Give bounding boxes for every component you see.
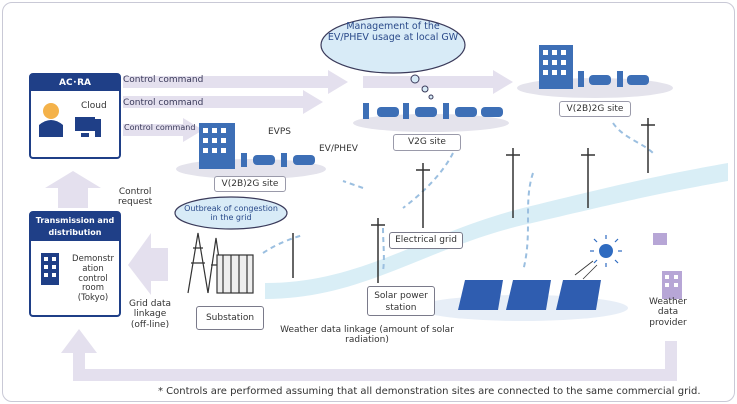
operator-person-icon: [39, 101, 63, 137]
dash-3: [522, 172, 534, 272]
solar-panels-icon: [458, 280, 601, 310]
grid-band: [265, 163, 728, 299]
dash-4: [612, 122, 654, 154]
weather-linkage-label: Weather data linkage (amount of solar ra…: [280, 325, 454, 346]
grid-data-label: Grid data linkage (off-line): [129, 299, 172, 330]
utility-poles-icon: [292, 118, 655, 283]
control-room-building-icon: [41, 253, 61, 285]
solar-station-box: Solar power station: [367, 286, 435, 316]
dash-5: [262, 234, 304, 254]
control-command-3: Control command: [124, 123, 196, 132]
weather-provider-label: Weather data provider: [649, 297, 687, 328]
acra-card: AC･RA Cloud: [29, 73, 121, 159]
v2g-site: V2G site: [393, 134, 461, 151]
operator-title: Transmission and distribution operator: [31, 213, 119, 249]
control-command-1: Control command: [123, 75, 204, 85]
control-room-label: Demonstr ation control room (Tokyo): [72, 254, 114, 304]
building-left-icon: [199, 123, 235, 169]
operator-card: Transmission and distribution operator D…: [29, 211, 121, 317]
command-arrow-1: [123, 70, 348, 94]
sun-icon: [574, 235, 622, 280]
diagram-graphics: [45, 16, 728, 381]
control-command-2: Control command: [123, 98, 204, 108]
v2b2g-site-left: V(2B)2G site: [214, 176, 286, 192]
substation-icon: [187, 232, 254, 294]
command-arrow-3: [123, 118, 203, 142]
weather-return-arrow: [61, 329, 677, 381]
dash-6: [382, 227, 385, 272]
acra-cloud-label: Cloud: [81, 101, 107, 111]
command-arrow-2: [123, 90, 323, 114]
site-ground-mid: [353, 114, 509, 132]
weather-provider-building-icon: [653, 233, 682, 299]
evps-label: EVPS: [268, 127, 291, 137]
building-right-icon: [539, 45, 573, 89]
acra-title: AC･RA: [31, 75, 119, 91]
dash-1: [342, 180, 364, 189]
command-arrow-1b: [363, 70, 513, 94]
congestion-cloud-text: Outbreak of congestion in the grid: [184, 204, 278, 223]
management-cloud: [320, 16, 466, 100]
ev-phev-label: EV/PHEV: [319, 144, 358, 154]
control-request-arrow: [45, 171, 101, 208]
substation-box: Substation: [196, 306, 264, 330]
congestion-cloud-shape: [174, 196, 288, 230]
ev-cars-left-icon: [241, 153, 315, 167]
footnote: * Controls are performed assuming that a…: [158, 386, 701, 397]
ev-cars-right-icon: [578, 71, 649, 87]
ev-cars-mid-icon: [363, 103, 503, 119]
electrical-grid-box: Electrical grid: [389, 232, 463, 249]
dash-2: [402, 152, 454, 209]
control-request-label: Control request: [118, 187, 153, 208]
computer-icon: [73, 115, 103, 139]
grid-data-arrow: [128, 233, 168, 295]
v2b2g-site-right: V(2B)2G site: [559, 101, 631, 117]
management-cloud-text: Management of the EV/PHEV usage at local…: [327, 21, 459, 44]
